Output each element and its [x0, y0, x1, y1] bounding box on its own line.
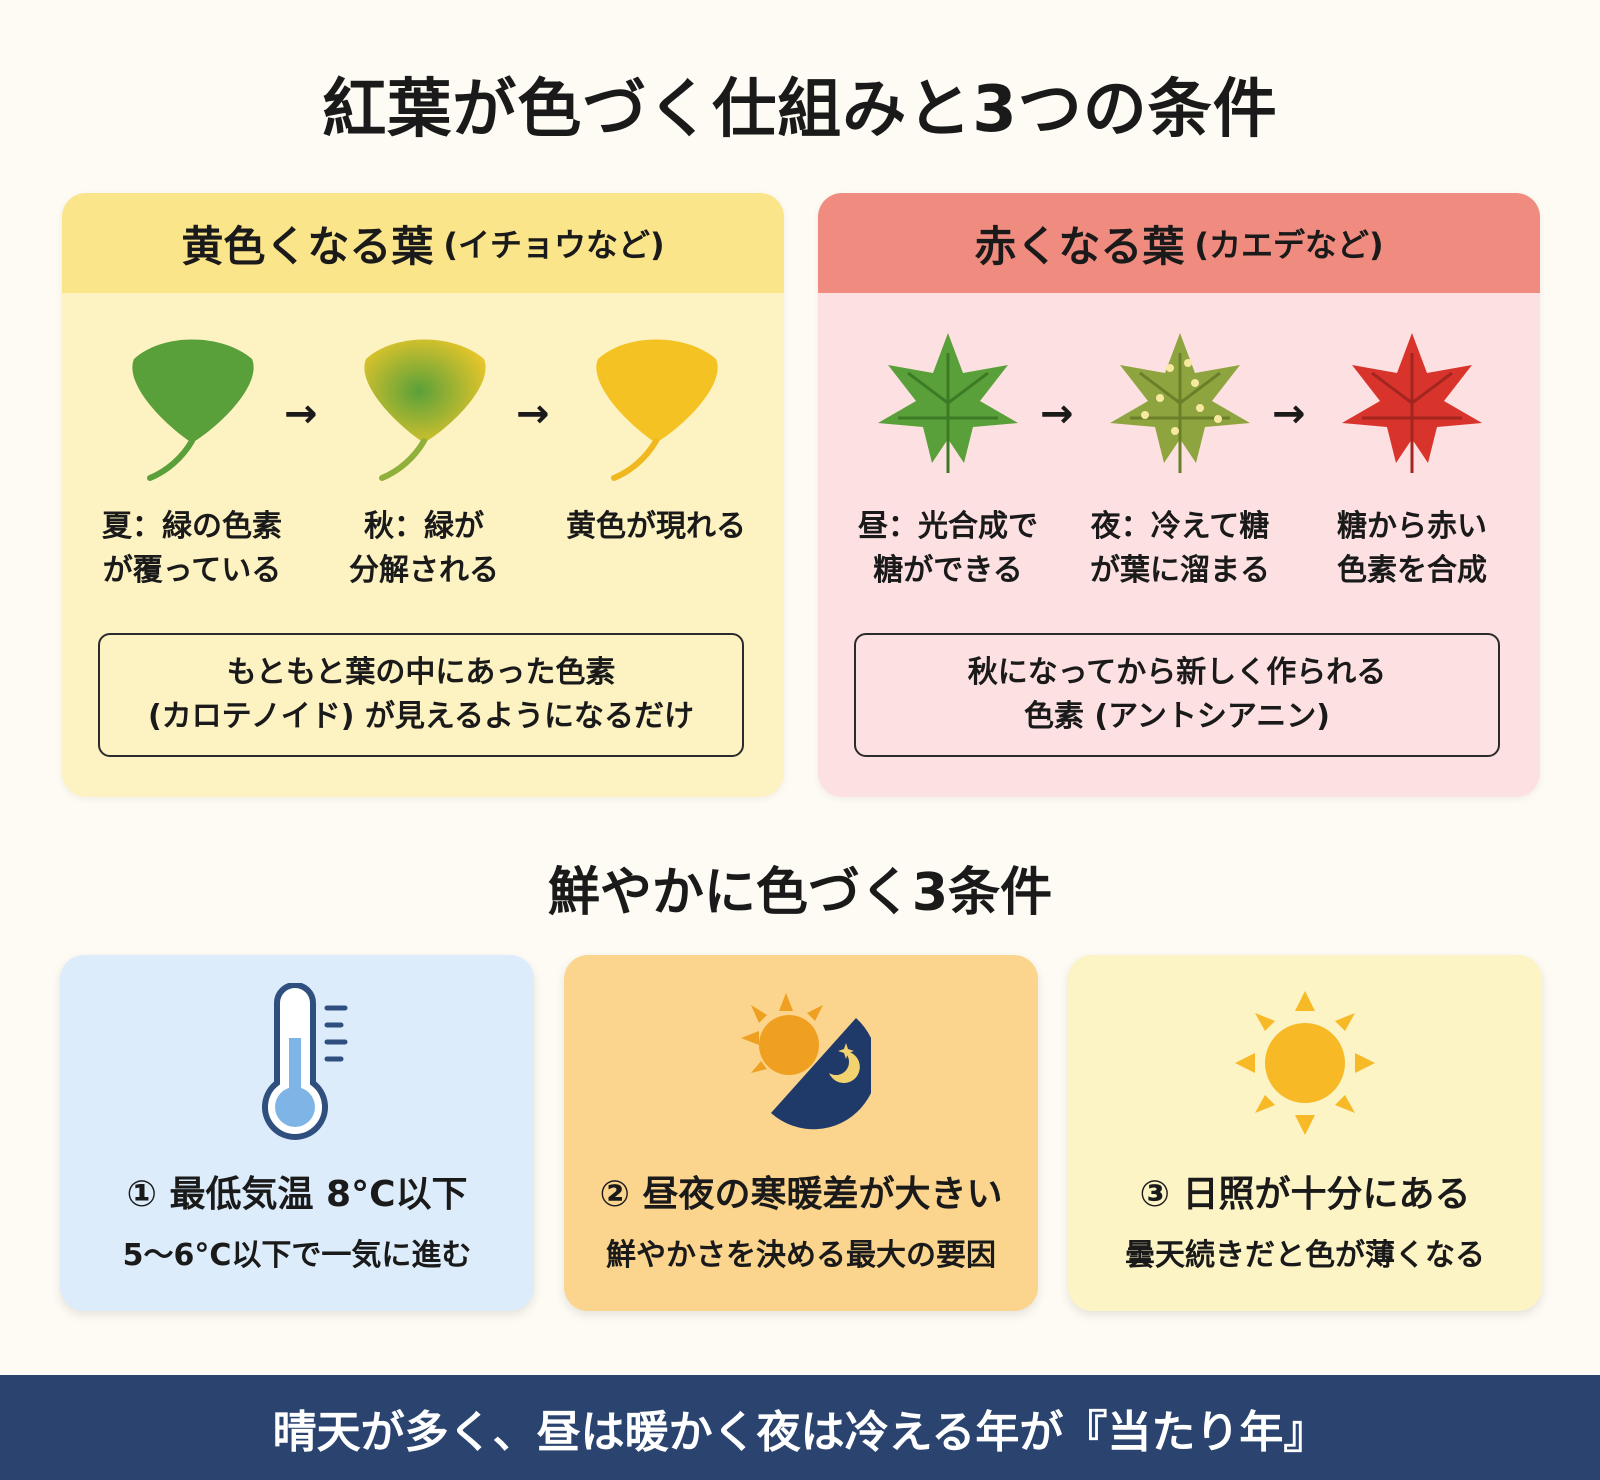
yellow-panel-note: もともと葉の中にあった色素 (カロテノイド) が見えるようになるだけ [98, 633, 744, 757]
red-arrow-1: → [1040, 391, 1074, 437]
maple-sugar-leaf-icon [1110, 333, 1250, 473]
red-stage-2-caption: 夜：冷えて糖 が葉に溜まる [1090, 509, 1270, 588]
sun-icon [1235, 991, 1375, 1135]
thermometer-icon [262, 983, 348, 1140]
red-panel-heading-text: 赤くなる葉 [974, 221, 1185, 271]
red-panel-heading: 赤くなる葉 (カエデなど) [818, 193, 1540, 293]
ginkgo-yellow-leaf-icon [596, 339, 718, 481]
yellow-arrow-2: → [516, 391, 550, 437]
condition-3-desc: 曇天続きだと色が薄くなる [1125, 1238, 1485, 1273]
yellow-panel-heading-sub: (イチョウなど) [443, 226, 665, 264]
yellow-stage-3: 黄色が現れる [556, 323, 756, 549]
condition-1-desc: 5〜6°C以下で一気に進む [122, 1238, 472, 1273]
condition-3-title: ③ 日照が十分にある [1139, 1174, 1471, 1215]
red-note-line-1: 秋になってから新しく作られる [967, 655, 1387, 690]
yellow-note-line-1: もともと葉の中にあった色素 [226, 655, 616, 690]
red-stage-1-caption: 昼：光合成で 糖ができる [858, 509, 1038, 588]
red-stage-3: 糖から赤い 色素を合成 [1312, 323, 1512, 593]
red-panel-note: 秋になってから新しく作られる 色素 (アントシアニン) [854, 633, 1500, 757]
yellow-arrow-1: → [284, 391, 318, 437]
condition-1-title: ① 最低気温 8°C以下 [126, 1174, 468, 1215]
yellow-stage-2-caption: 秋：緑が 分解される [349, 509, 499, 588]
red-stage-2: 夜：冷えて糖 が葉に溜まる [1080, 323, 1280, 593]
yellow-stage-3-caption: 黄色が現れる [566, 509, 746, 544]
condition-card-day-night: ② 昼夜の寒暖差が大きい 鮮やかさを決める最大の要因 [564, 955, 1038, 1311]
red-stage-3-caption: 糖から赤い 色素を合成 [1337, 509, 1487, 588]
red-leaf-panel: 赤くなる葉 (カエデなど) 昼：光合成で 糖ができる → 夜：冷えて糖 が葉に溜… [818, 193, 1540, 797]
yellow-stage-1-caption: 夏：緑の色素 が覆っている [102, 509, 282, 588]
page-title: 紅葉が色づく仕組みと3つの条件 [322, 73, 1278, 147]
yellow-stage-2: 秋：緑が 分解される [324, 323, 524, 593]
red-stage-1: 昼：光合成で 糖ができる [848, 323, 1048, 593]
yellow-panel-heading-text: 黄色くなる葉 [181, 221, 434, 271]
condition-2-title: ② 昼夜の寒暖差が大きい [599, 1174, 1003, 1215]
ginkgo-green-leaf-icon [132, 339, 254, 481]
yellow-stage-1: 夏：緑の色素 が覆っている [92, 323, 292, 593]
footer-banner: 晴天が多く、昼は暖かく夜は冷える年が『当たり年』 [0, 1375, 1600, 1480]
condition-2-desc: 鮮やかさを決める最大の要因 [606, 1238, 996, 1273]
maple-green-leaf-icon [878, 333, 1018, 473]
condition-card-sunshine: ③ 日照が十分にある 曇天続きだと色が薄くなる [1068, 955, 1542, 1311]
yellow-leaf-panel: 黄色くなる葉 (イチョウなど) 夏：緑の色素 が覆っている → [62, 193, 784, 797]
maple-red-leaf-icon [1342, 333, 1482, 473]
footer-text: 晴天が多く、昼は暖かく夜は冷える年が『当たり年』 [272, 1406, 1328, 1458]
red-arrow-2: → [1272, 391, 1306, 437]
yellow-note-line-2: (カロテノイド) が見えるようになるだけ [147, 699, 695, 734]
red-panel-heading-sub: (カエデなど) [1194, 226, 1384, 264]
conditions-title: 鮮やかに色づく3条件 [547, 863, 1053, 923]
ginkgo-turning-leaf-icon [364, 339, 486, 481]
red-note-line-2: 色素 (アントシアニン) [1023, 699, 1331, 734]
condition-card-temperature: ① 最低気温 8°C以下 5〜6°C以下で一気に進む [60, 955, 534, 1311]
sun-moon-icon [741, 993, 871, 1130]
yellow-panel-heading: 黄色くなる葉 (イチョウなど) [62, 193, 784, 293]
